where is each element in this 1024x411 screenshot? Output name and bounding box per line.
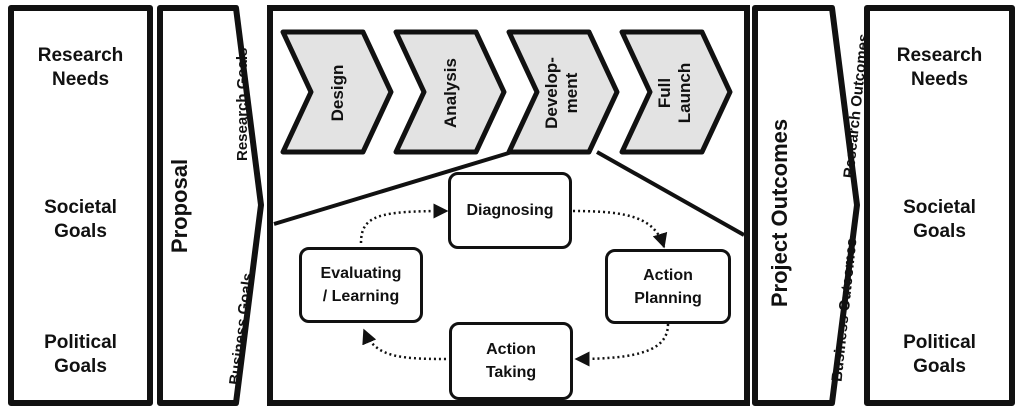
proposal-arrow-shape	[157, 5, 264, 406]
cycle-step-action-planning: Action Planning	[605, 249, 731, 324]
cycle-step-evaluating-learning: Evaluating / Learning	[299, 247, 423, 323]
phase-label-analysis: Analysis	[441, 58, 460, 128]
phase-chevron-4	[619, 29, 733, 155]
right-item-research-needs: Research Needs	[896, 45, 983, 90]
left-item-political-goals: Political Goals	[44, 332, 117, 377]
arrow-taking-to-evaluating	[362, 328, 447, 361]
outcomes-title: Project Outcomes	[767, 118, 792, 308]
cycle-step-action-taking: Action Taking	[449, 322, 573, 400]
phase-chevrons	[280, 29, 733, 155]
right-panel-context: Research Needs Societal Goals Political …	[864, 5, 1015, 406]
left-item-societal-goals: Societal Goals	[44, 197, 117, 242]
phase-chevron-2	[393, 29, 507, 155]
arrow-diagnosing-to-planning	[572, 209, 668, 249]
phase-chevron-3	[506, 29, 620, 155]
outcomes-arrow-shape	[752, 5, 860, 406]
zoom-line-left	[273, 150, 513, 226]
phase-chevron-1	[280, 29, 394, 155]
phase-label-design: Design	[328, 64, 347, 122]
cycle-step-diagnosing: Diagnosing	[448, 172, 572, 249]
left-panel-context: Research Needs Societal Goals Political …	[8, 5, 153, 406]
phase-label-development: Develop- ment	[542, 57, 581, 129]
zoom-line-right	[596, 150, 745, 237]
proposal-title: Proposal	[167, 158, 192, 254]
right-item-political-goals: Political Goals	[903, 332, 976, 377]
phase-label-full-launch: Full Launch	[655, 62, 694, 124]
left-item-research-needs: Research Needs	[37, 45, 124, 90]
right-item-societal-goals: Societal Goals	[903, 197, 976, 242]
proposal-research-goals: Research Goals	[234, 47, 251, 161]
